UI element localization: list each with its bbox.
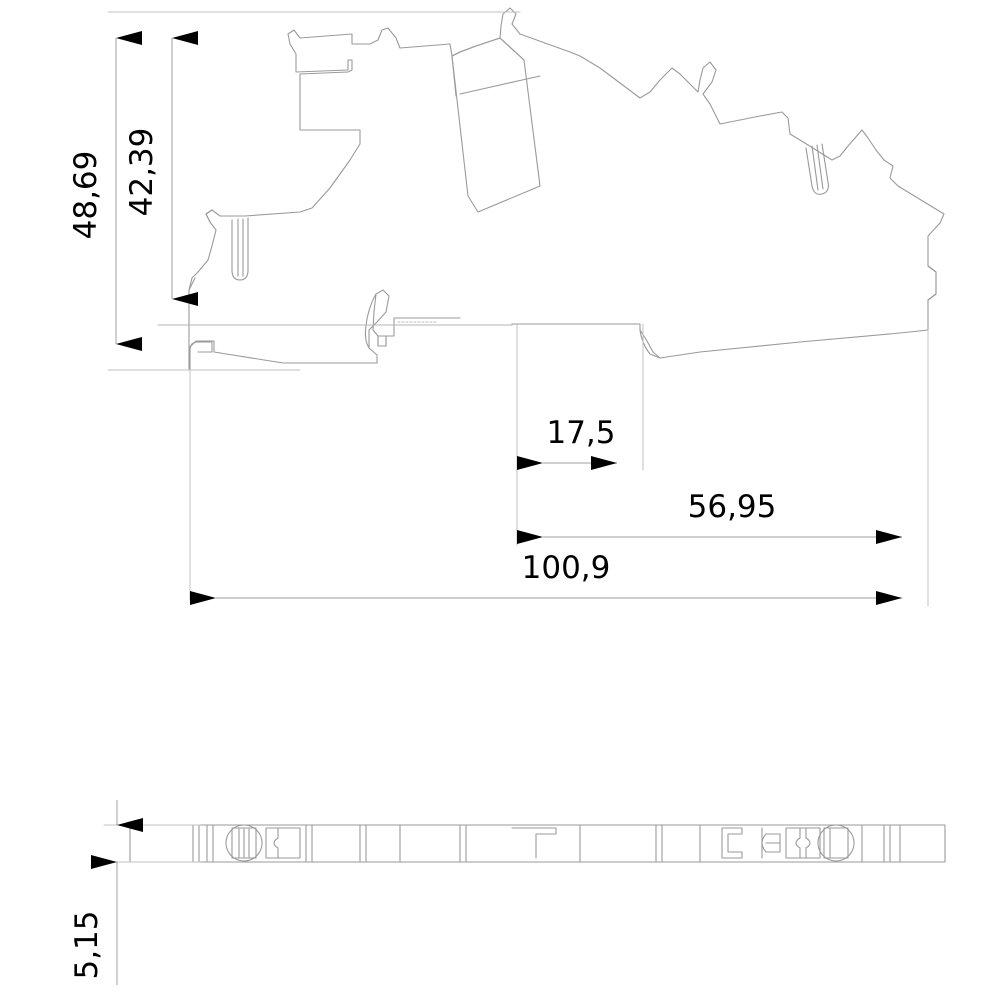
right-edge-steps: [927, 265, 937, 301]
dim-height-overall: 48,69: [68, 31, 142, 351]
latch-shelf: [393, 317, 461, 326]
rail-latch-hook: [364, 293, 461, 349]
screw-circle-left: [225, 824, 263, 862]
dim-label-17-5: 17,5: [546, 415, 615, 451]
screw-circle-right: [817, 824, 855, 862]
dim-width-right-section: 56,95: [517, 489, 902, 544]
screw-slot-right: [823, 827, 849, 859]
dim-label-5-15: 5,15: [69, 910, 105, 979]
bottom-view-ribs-mid: [305, 824, 467, 863]
lower-center-spur: [639, 329, 661, 359]
bottom-view-outline: [129, 824, 946, 863]
bottom-view-extension-lines: [103, 824, 201, 863]
dimension-lines-layer: 48,69 42,39 17,5 56,95 100,9 5,15: [68, 31, 902, 985]
spur-curve: [639, 329, 661, 359]
bottom-view-ribs-right: [655, 824, 701, 863]
right-pin-slot: [805, 143, 829, 195]
clamp-c-right: [721, 827, 743, 859]
bottom-view-clamp-left: [265, 827, 301, 859]
right-step-notch: [927, 265, 937, 301]
dim-label-56-95: 56,95: [688, 489, 777, 525]
right-pin-line-b: [816, 144, 824, 190]
dim-width-overall: 100,9: [190, 550, 902, 605]
clamp-wave-left: [273, 827, 279, 859]
right-pin-outline: [805, 143, 829, 195]
bottom-view-detail-cluster: [761, 827, 821, 859]
cluster-lobe: [761, 833, 781, 853]
bottom-view-screw-left: [225, 824, 263, 862]
dim-label-42-39: 42,39: [124, 128, 160, 217]
right-pin-line-a: [811, 145, 819, 191]
extension-lines: [107, 11, 929, 607]
clamp-rect-left: [265, 827, 301, 859]
left-notch: [205, 209, 213, 223]
dim-label-100-9: 100,9: [522, 550, 611, 586]
bottom-view-group: [103, 824, 946, 863]
cluster-wave-a: [795, 827, 801, 859]
center-window-edge: [451, 55, 457, 97]
cluster-wave-b: [805, 827, 811, 859]
left-hook-detail: [188, 209, 249, 291]
dim-thickness-bottom-view: 5,15: [69, 800, 143, 985]
left-foot-outline: [189, 341, 213, 370]
latch-tab: [377, 335, 387, 347]
center-bracket-path: [511, 827, 557, 859]
bottom-view-screw-right: [817, 824, 855, 862]
center-window-divider: [459, 75, 541, 95]
left-foot-bracket: [189, 341, 213, 370]
cluster-rect: [785, 827, 821, 859]
latch-arm-left: [364, 293, 377, 349]
dim-height-above-rail: 42,39: [124, 31, 198, 306]
bottom-view-clamp-right: [721, 827, 743, 859]
side-view-outline: [188, 7, 945, 370]
dim-label-48-69: 48,69: [68, 151, 104, 240]
screw-slot-left: [231, 827, 257, 859]
center-window-top: [499, 37, 525, 61]
bottom-view-center-bracket: [511, 824, 581, 863]
left-pin-slot: [231, 217, 249, 281]
bottom-view-ribs-left: [192, 824, 214, 863]
center-window-outline: [451, 37, 541, 213]
dim-width-rail-notch: 17,5: [517, 415, 617, 470]
bottom-view-ribs-far-right: [861, 824, 901, 863]
side-view-main-contour: [188, 7, 945, 370]
center-angled-window: [451, 37, 541, 213]
